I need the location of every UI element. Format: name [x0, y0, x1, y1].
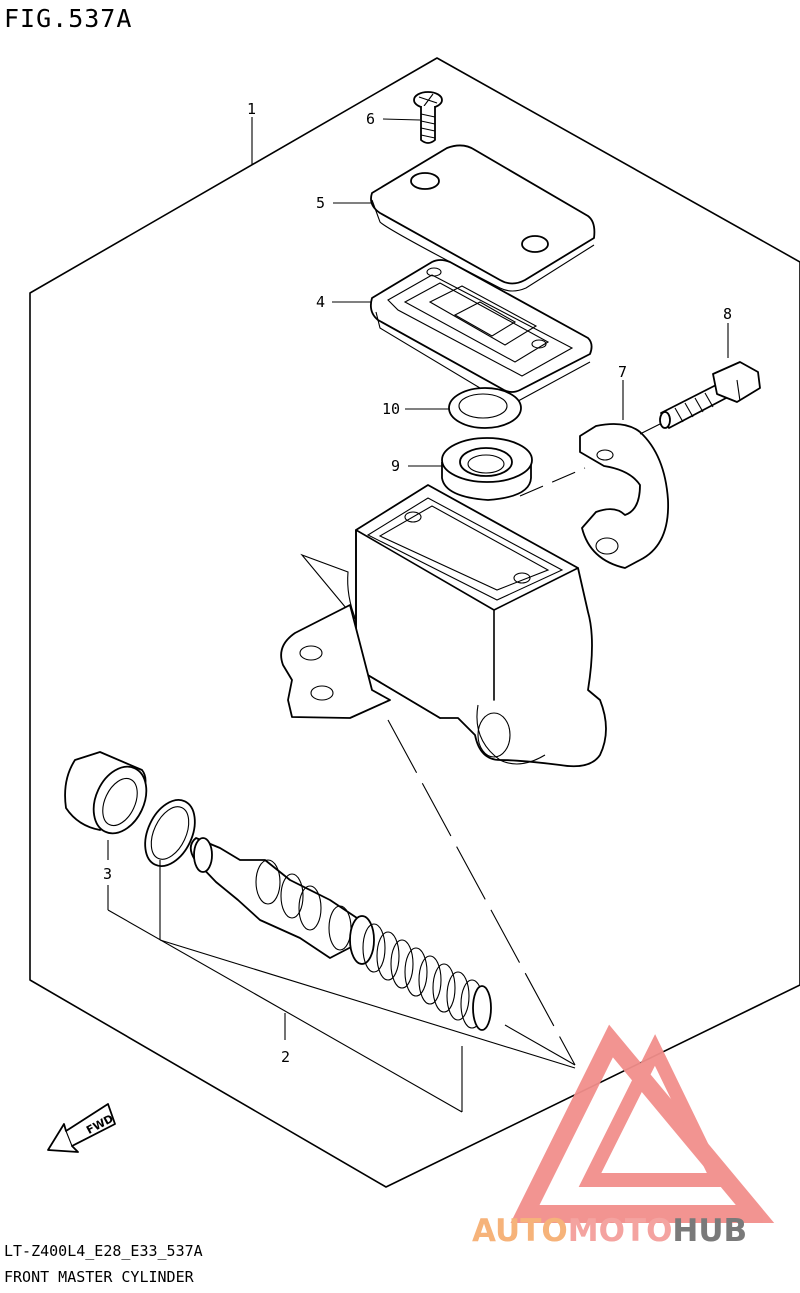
watermark-logo	[510, 1024, 775, 1223]
figure-code: LT-Z400L4_E28_E33_537A	[4, 1242, 203, 1260]
leader-lines	[107, 117, 729, 1113]
part-3-boot	[64, 751, 148, 835]
assembly-boundary	[29, 57, 800, 1188]
watermark-triangle-inner	[578, 1034, 730, 1187]
callout-7: 7	[618, 363, 627, 381]
watermark-hub: HUB	[672, 1213, 747, 1249]
fwd-direction-arrow: FWD	[47, 1103, 116, 1153]
part-9-boot	[441, 437, 533, 501]
figure-caption: FRONT MASTER CYLINDER	[4, 1268, 194, 1286]
part-10-boot	[448, 387, 522, 429]
callout-3: 3	[103, 865, 112, 883]
callout-8: 8	[723, 305, 732, 323]
spring	[362, 923, 492, 1031]
callout-10: 10	[382, 400, 400, 418]
master-cylinder-body	[280, 484, 607, 768]
part-6-screw	[413, 91, 443, 144]
callout-9: 9	[391, 457, 400, 475]
part-7-clamp	[579, 423, 669, 569]
part-4-diaphragm	[369, 259, 593, 404]
callout-1: 1	[247, 100, 256, 118]
part-5-reservoir-cap	[370, 144, 596, 292]
circlip	[144, 799, 196, 867]
watermark-text: AUTOMOTOHUB	[472, 1213, 747, 1249]
callout-6: 6	[366, 110, 375, 128]
watermark-auto: AUTO	[472, 1213, 568, 1249]
callout-numbers: 1 2 3 4 5 6 7 8 9 10	[103, 100, 732, 1066]
figure-title: FIG.537A	[4, 4, 133, 33]
watermark-triangle-outer	[510, 1024, 775, 1223]
callout-2: 2	[281, 1048, 290, 1066]
callout-4: 4	[316, 293, 325, 311]
watermark-moto: MOTO	[568, 1213, 673, 1249]
callout-5: 5	[316, 194, 325, 212]
part-2-piston-assembly	[189, 837, 375, 965]
part-8-bolt	[659, 361, 761, 429]
